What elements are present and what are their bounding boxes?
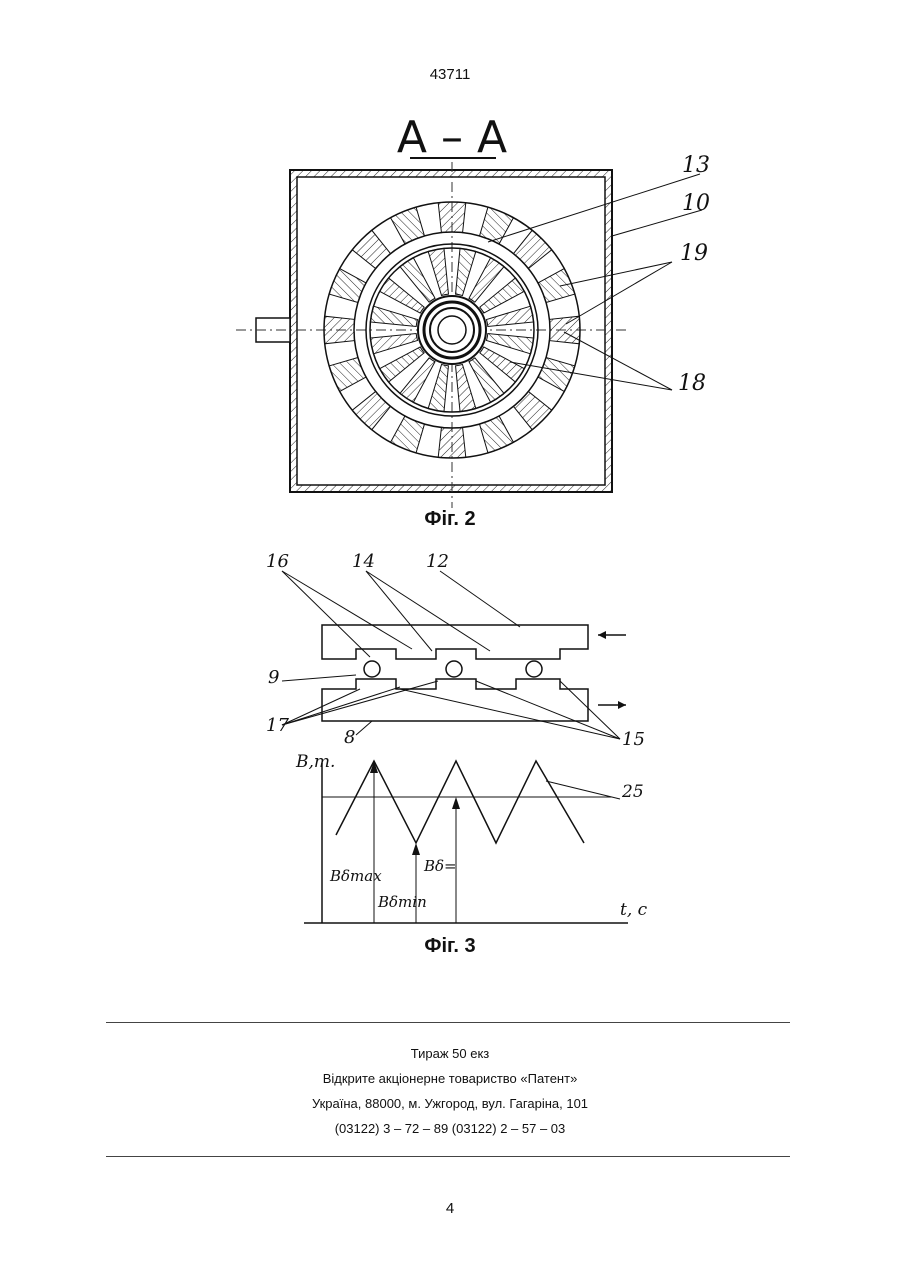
imprint-line-3: Україна, 88000, м. Ужгород, вул. Гагарін…: [0, 1091, 900, 1116]
bd-max-label: Bδmax: [329, 867, 382, 885]
bd-eq-label: Bδ=: [423, 857, 457, 875]
imprint-bottom-rule: [106, 1156, 790, 1157]
waveform-25: [336, 761, 584, 843]
imprint-line-1: Тираж 50 екз: [0, 1041, 900, 1066]
x-axis-label: t, c: [620, 900, 648, 920]
label-13: 13: [682, 153, 710, 178]
upper-plate: [322, 625, 588, 659]
label-14: 14: [352, 551, 375, 572]
page-number: 4: [0, 1200, 900, 1217]
bd-min-label: Bδmin: [377, 893, 427, 911]
magnet-segment: [324, 316, 355, 344]
label-12: 12: [426, 551, 449, 572]
figure-3-drawing: 16 14 12 9 17 8 15 B,т. t, c 25 Bδmax Bδ…: [0, 545, 900, 940]
imprint-line-2: Відкрите акціонерне товариство «Патент»: [0, 1066, 900, 1091]
imprint-line-4: (03122) 3 – 72 – 89 (03122) 2 – 57 – 03: [0, 1116, 900, 1141]
ball: [526, 661, 542, 677]
hub: [418, 296, 486, 364]
label-8: 8: [344, 727, 355, 748]
label-17: 17: [266, 715, 289, 736]
label-10: 10: [682, 191, 710, 216]
label-16: 16: [266, 551, 289, 572]
label-9: 9: [268, 667, 279, 688]
label-25: 25: [621, 782, 644, 802]
figure-2-drawing: А – А 13 10 19 18: [0, 100, 900, 540]
section-label: А – А: [397, 112, 507, 163]
ball: [364, 661, 380, 677]
label-18: 18: [678, 371, 706, 396]
imprint-block: Тираж 50 екз Відкрите акціонерне товарис…: [0, 1041, 900, 1141]
imprint-top-rule: [106, 1022, 790, 1023]
label-15: 15: [622, 729, 645, 750]
patent-number: 43711: [0, 66, 900, 83]
magnet-segment: [549, 316, 580, 344]
figure-3-caption: Фіг. 3: [0, 935, 900, 958]
lower-plate: [322, 679, 588, 721]
y-axis-label: B,т.: [295, 752, 335, 772]
figure-2-caption: Фіг. 2: [0, 508, 900, 531]
magnet-segment: [438, 427, 466, 458]
magnet-segment: [438, 202, 466, 233]
label-19: 19: [680, 241, 708, 266]
ball: [446, 661, 462, 677]
